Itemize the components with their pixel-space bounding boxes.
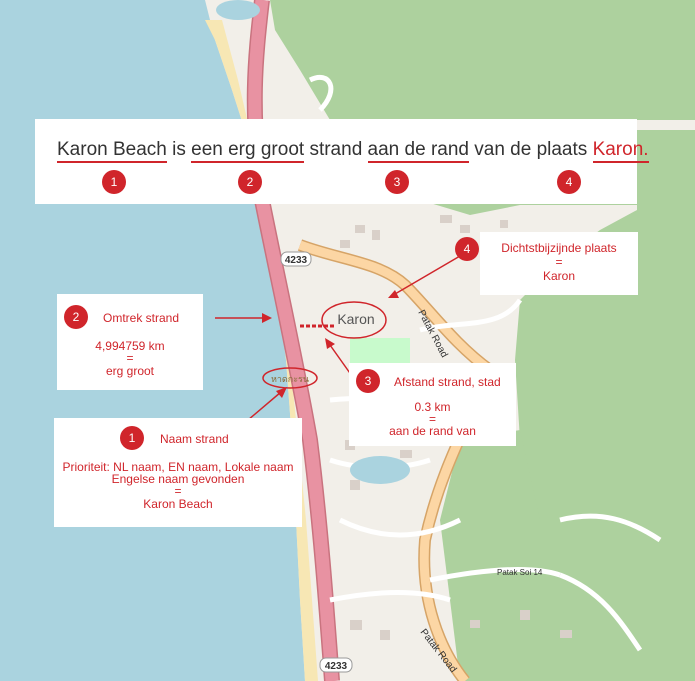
omtrek-title: Omtrek strand (103, 311, 180, 325)
omtrek-badge: 2 (64, 305, 88, 329)
road-shield-bottom: 4233 (319, 657, 353, 673)
sentence-line: Karon Beach is een erg groot strand aan … (57, 139, 649, 163)
plaats-box: 4 Dichtstbijzijnde plaats = Karon (455, 232, 638, 295)
naam-title: Naam strand (160, 432, 229, 446)
omtrek-box: 2 Omtrek strand 4,994759 km = erg groot (57, 294, 203, 390)
naam-line2: Engelse naam gevonden (111, 472, 245, 486)
sentence-sep-1: is (166, 139, 192, 160)
sentence-badge-1: 1 (102, 170, 126, 194)
plaats-result: Karon (542, 269, 576, 283)
naam-eq: = (174, 484, 182, 498)
road-shield-top: 4233 (280, 251, 312, 267)
afstand-title: Afstand strand, stad (394, 375, 501, 389)
plaats-badge: 4 (455, 237, 479, 261)
naam-badge: 1 (120, 426, 144, 450)
sentence-sep-2: strand (304, 139, 368, 160)
omtrek-result: erg groot (105, 364, 155, 378)
sentence-box: Karon Beach is een erg groot strand aan … (35, 119, 649, 204)
plaats-title: Dichtstbijzijnde plaats (501, 241, 617, 255)
naam-box: 1 Naam strand Prioriteit: NL naam, EN na… (54, 418, 302, 527)
sentence-badge-3: 3 (385, 170, 409, 194)
sentence-part-1: Karon Beach (57, 139, 167, 163)
road-4233-fill (248, 0, 339, 681)
sentence-part-3: aan de rand (367, 139, 469, 163)
road-label-soi: Patak Soi 14 (497, 568, 543, 577)
omtrek-eq: = (126, 351, 134, 365)
afstand-eq: = (428, 412, 436, 426)
svg-text:4233: 4233 (325, 661, 348, 672)
plaats-eq: = (555, 255, 563, 269)
afstand-result: aan de rand van (389, 424, 476, 438)
afstand-value: 0.3 km (414, 400, 451, 414)
sentence-sep-3: van de plaats (468, 139, 593, 160)
svg-text:4233: 4233 (285, 255, 308, 266)
buildings (340, 215, 572, 640)
pond (350, 456, 410, 484)
beach-label: หาดกะรน (271, 375, 309, 385)
beach-sand (205, 20, 318, 681)
omtrek-value: 4,994759 km (95, 339, 165, 353)
place-highlight (321, 301, 387, 339)
place-label-karon: Karon (337, 311, 374, 327)
naam-result: Karon Beach (143, 497, 213, 511)
pond-2 (216, 0, 260, 20)
sentence-part-2: een erg groot (191, 139, 305, 163)
naam-line1: Prioriteit: NL naam, EN naam, Lokale naa… (62, 460, 294, 474)
afstand-badge: 3 (356, 369, 380, 393)
beach-highlight (262, 367, 318, 389)
afstand-box: 3 Afstand strand, stad 0.3 km = aan de r… (349, 363, 516, 446)
sentence-part-4: Karon. (592, 139, 649, 163)
sentence-badge-4: 4 (557, 170, 581, 194)
forest-south (440, 430, 580, 681)
sentence-badge-2: 2 (238, 170, 262, 194)
